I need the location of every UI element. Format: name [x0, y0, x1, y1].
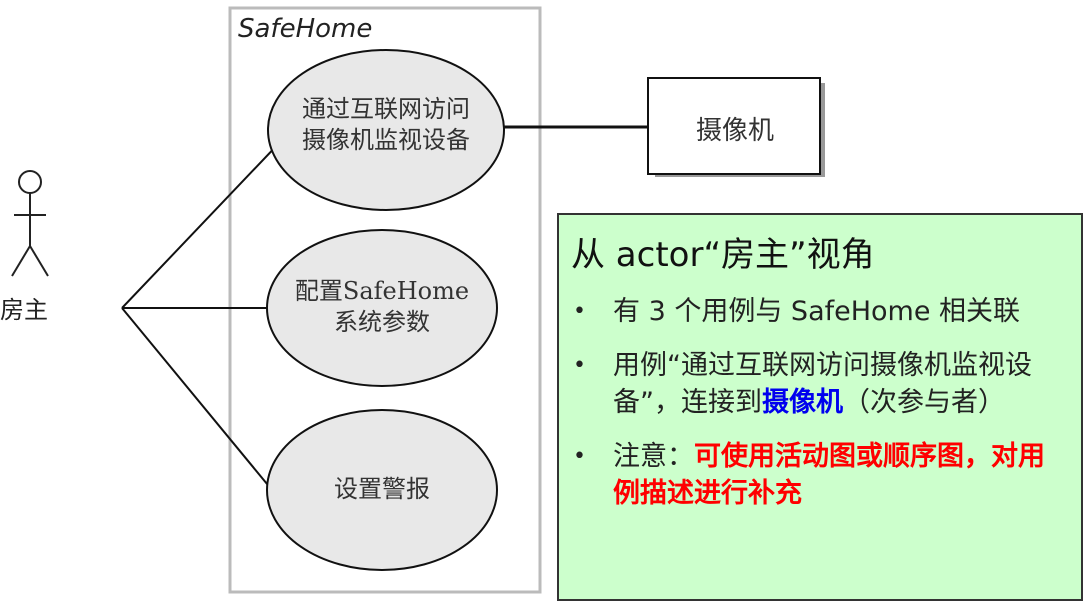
use-case-monitor-line2: 摄像机监视设备 [302, 126, 470, 154]
note-item: • 用例“通过互联网访问摄像机监视设备”，连接到摄像机（次参与者） [571, 347, 1067, 421]
system-title: SafeHome [238, 14, 373, 44]
note-item-text: 注意： [613, 441, 694, 472]
note-item-text: 有 3 个用例与 SafeHome 相关联 [613, 296, 1021, 327]
camera-label: 摄像机 [695, 116, 774, 146]
use-case-configure-line2: 系统参数 [334, 308, 430, 336]
bullet-icon: • [573, 353, 586, 378]
use-case-monitor-line1: 通过互联网访问 [302, 95, 470, 123]
camera-box [647, 77, 821, 175]
note-item: • 有 3 个用例与 SafeHome 相关联 [571, 293, 1067, 330]
use-case-monitor [267, 49, 505, 211]
actor-figure [11, 170, 49, 277]
note-list: • 有 3 个用例与 SafeHome 相关联 • 用例“通过互联网访问摄像机监… [571, 293, 1067, 529]
note-highlight-remark: 可使用活动图或顺序图，对用例描述进行补充 [613, 441, 1045, 509]
note-item-text: 用例“通过互联网访问摄像机监视设备”，连接到 [613, 350, 1032, 418]
use-case-configure-label: 配置SafeHome 系统参数 [266, 276, 498, 338]
bullet-icon: • [573, 444, 586, 469]
actor-label: 房主 [0, 296, 48, 324]
note-highlight-camera: 摄像机 [762, 387, 843, 418]
note-item-text-after: （次参与者） [843, 387, 1005, 418]
note-box: 从 actor“房主”视角 • 有 3 个用例与 SafeHome 相关联 • … [557, 213, 1083, 601]
use-case-configure [266, 229, 498, 387]
system-boundary [228, 6, 542, 594]
note-item: • 注意：可使用活动图或顺序图，对用例描述进行补充 [571, 438, 1067, 512]
use-case-alarm [266, 409, 498, 571]
note-title: 从 actor“房主”视角 [571, 235, 875, 275]
use-case-alarm-label: 设置警报 [266, 474, 498, 505]
use-case-configure-line1: 配置SafeHome [294, 277, 470, 305]
use-case-monitor-label: 通过互联网访问 摄像机监视设备 [270, 94, 502, 156]
association-line-alarm [121, 307, 273, 491]
bullet-icon: • [573, 299, 586, 324]
use-case-alarm-line1: 设置警报 [334, 475, 430, 503]
association-line-monitor [121, 139, 283, 309]
